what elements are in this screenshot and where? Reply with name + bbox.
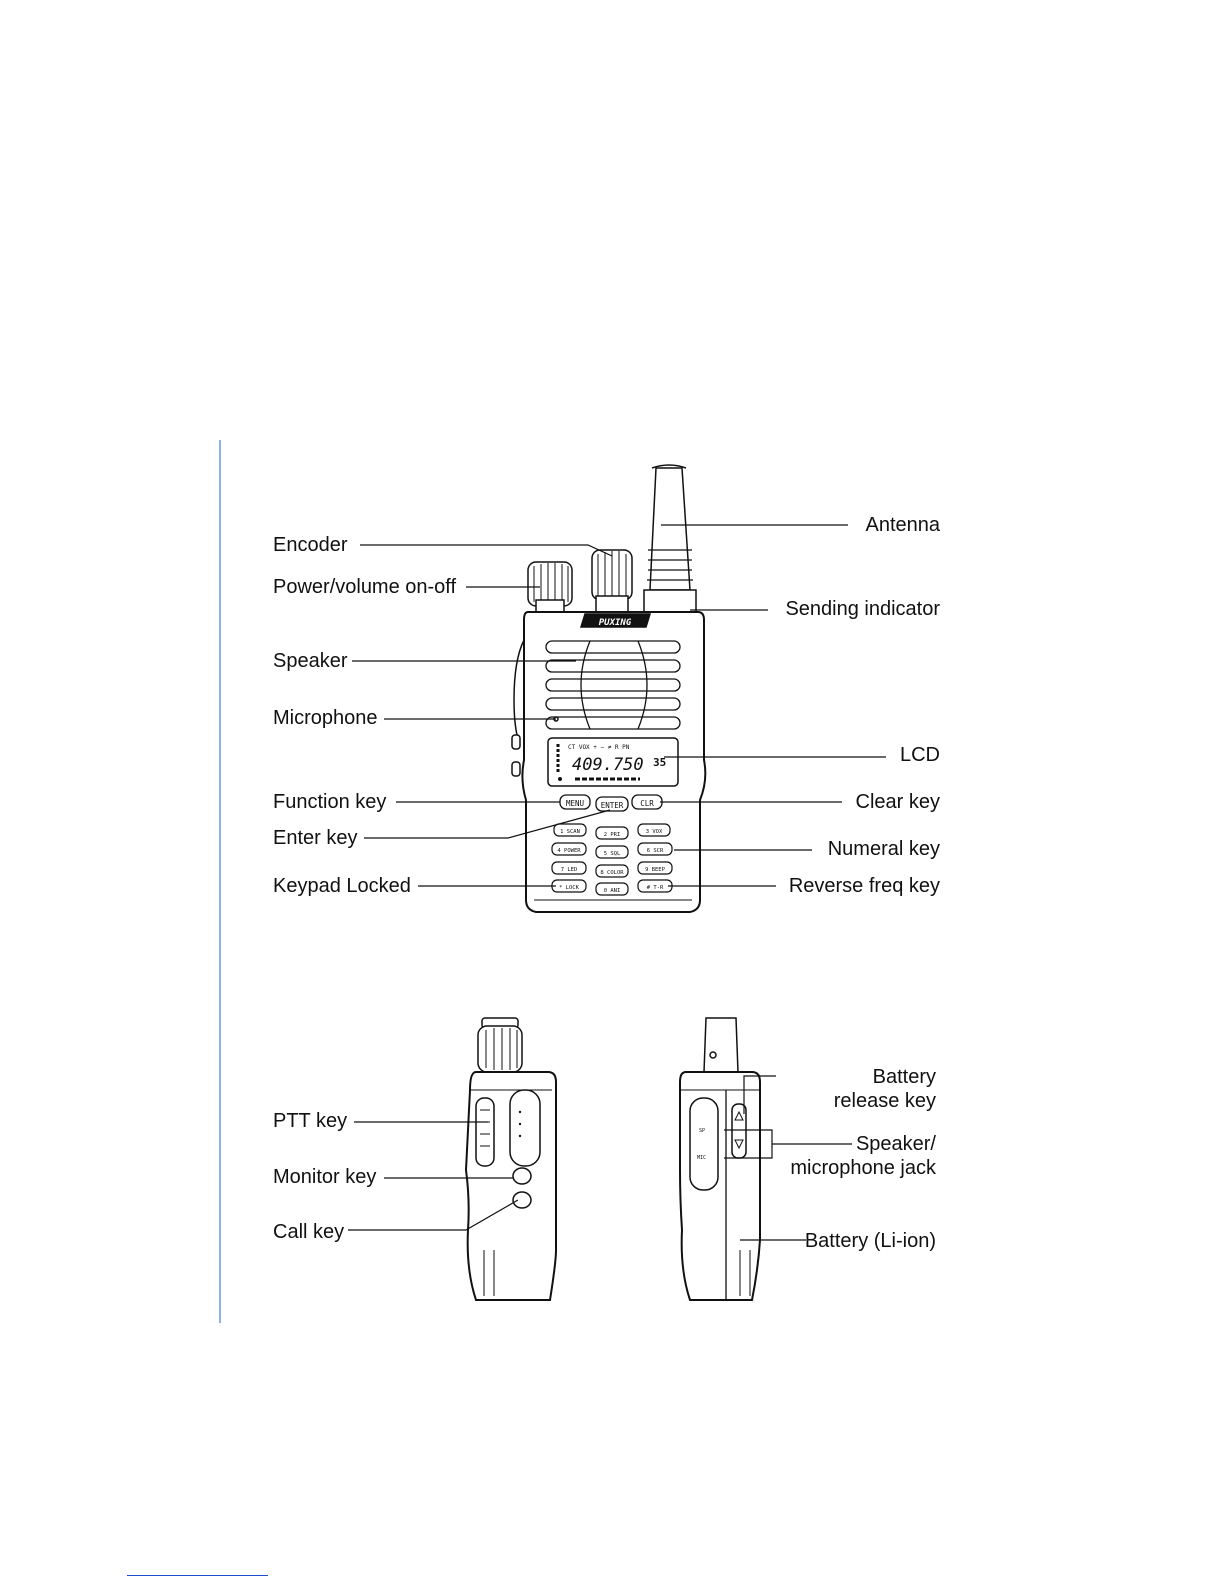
leader-lines: [348, 524, 886, 1241]
antenna-drawing: [649, 467, 691, 591]
label-speaker-mic-line1: Speaker/: [855, 1133, 936, 1155]
label-speaker: Speaker: [273, 650, 348, 672]
radio-front-view: PUXING CT VOX + − ≠ R PN 409.750 35 ME: [511, 464, 707, 913]
label-call-key: Call key: [273, 1221, 345, 1243]
label-power-volume: Power/volume on-off: [273, 576, 457, 598]
label-enter-key: Enter key: [273, 827, 358, 849]
monitor-key-drawing: [512, 1167, 532, 1185]
label-encoder: Encoder: [273, 534, 348, 556]
label-battery-release-line2: release key: [833, 1090, 936, 1112]
key-9-label: 9 BEEP: [645, 867, 666, 873]
encoder-knob-drawing: [591, 549, 633, 615]
lcd-drawing: CT VOX + − ≠ R PN 409.750 35: [547, 737, 679, 787]
menu-key-label: MENU: [566, 799, 584, 808]
call-key-drawing: [512, 1191, 532, 1209]
key-0-label: 0 ANI: [604, 888, 621, 894]
label-battery-release-line1: Battery: [872, 1066, 936, 1088]
jack-sp-label: SP: [699, 1128, 705, 1134]
key-7-label: 7 LED: [561, 867, 578, 873]
clr-key-label: CLR: [640, 799, 654, 808]
margin-rule: [219, 440, 221, 1323]
label-numeral-key: Numeral key: [827, 838, 940, 860]
lcd-indicators: CT VOX + − ≠ R PN: [568, 744, 630, 751]
ptt-key-drawing: [475, 1097, 495, 1167]
lcd-frequency: 409.750: [572, 755, 644, 775]
label-monitor-key: Monitor key: [273, 1166, 377, 1188]
key-6-label: 6 SCR: [647, 848, 664, 854]
key-1-label: 1 SCAN: [560, 829, 580, 835]
radio-left-side-view: [464, 1017, 557, 1301]
jack-mic-label: MIC: [697, 1155, 706, 1161]
volume-knob-drawing: [527, 561, 573, 615]
label-antenna: Antenna: [865, 514, 940, 536]
key-hash-label: # T-R: [647, 885, 664, 891]
label-lcd: LCD: [899, 744, 940, 766]
label-function-key: Function key: [273, 791, 387, 813]
label-microphone: Microphone: [273, 707, 378, 729]
key-3-label: 3 VOX: [646, 829, 663, 835]
label-battery-liion: Battery (Li-ion): [804, 1230, 936, 1252]
jack-cover-drawing: [689, 1097, 719, 1191]
label-clear-key: Clear key: [855, 791, 940, 813]
key-8-label: 8 COLOR: [600, 870, 624, 876]
function-keys-drawing: MENU ENTER CLR: [559, 794, 663, 812]
label-sending-indicator: Sending indicator: [785, 598, 940, 620]
key-star-label: * LOCK: [559, 885, 580, 891]
key-5-label: 5 SQL: [604, 851, 621, 857]
footnote-rule: [127, 1575, 268, 1576]
lcd-channel: 35: [653, 756, 666, 769]
numeral-keypad-drawing: 1 SCAN 2 PRI 3 VOX 4 POWER 5 SQL 6 SCR 7…: [551, 823, 673, 896]
label-ptt-key: PTT key: [273, 1110, 348, 1132]
key-4-label: 4 POWER: [557, 848, 581, 854]
key-2-label: 2 PRI: [604, 832, 621, 838]
brand-logo: PUXING: [599, 618, 632, 628]
enter-key-label: ENTER: [601, 801, 624, 810]
label-keypad-locked: Keypad Locked: [273, 875, 411, 897]
radio-right-side-view: SP MIC: [679, 1017, 761, 1301]
label-speaker-mic-line2: microphone jack: [790, 1157, 936, 1179]
label-reverse-freq-key: Reverse freq key: [788, 875, 940, 897]
speaker-grille-drawing: [545, 640, 681, 730]
